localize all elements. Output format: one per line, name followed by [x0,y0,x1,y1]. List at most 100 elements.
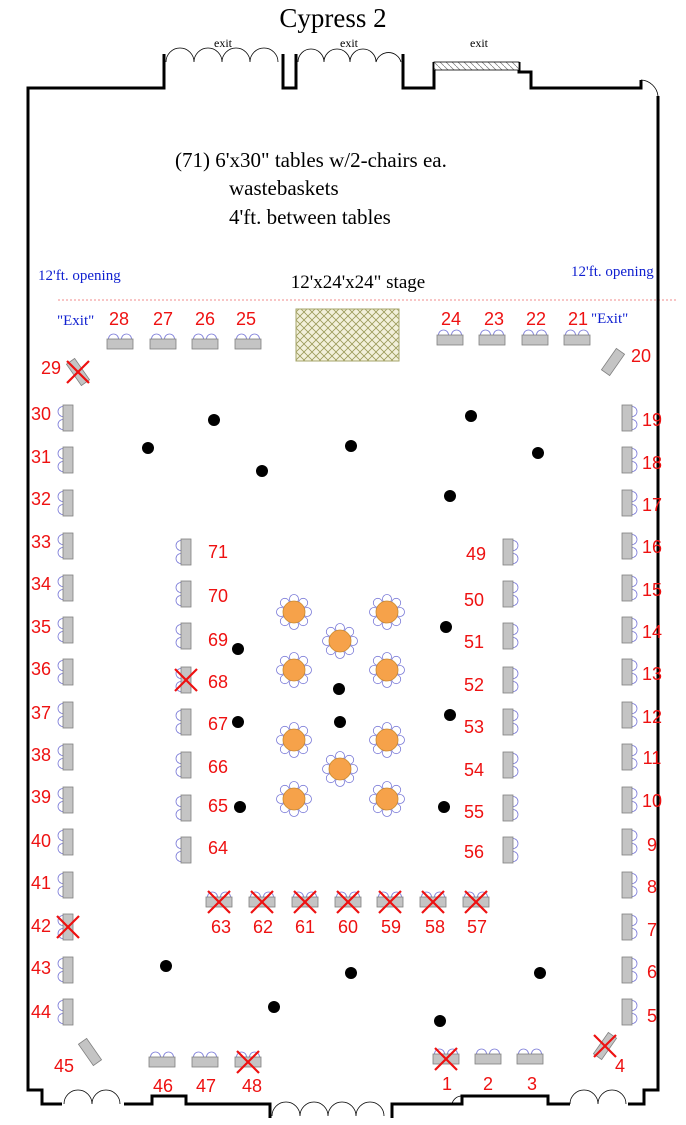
wastebasket [345,440,357,452]
table-49 [502,538,519,566]
removed-x-42 [56,915,80,939]
wastebasket [465,410,477,422]
table-top [62,658,74,686]
table-top [62,701,74,729]
table-top [180,794,192,822]
table-number-30: 30 [31,404,51,424]
chair [631,1000,638,1011]
chair [57,971,64,982]
chair [512,809,519,820]
round-top [375,787,399,811]
table-number-14: 14 [642,622,662,642]
round-table [276,594,312,630]
exit-label-2: exit [340,36,359,50]
chair [57,716,64,727]
table-top [62,786,74,814]
x-stroke [250,890,274,914]
round-top [328,629,352,653]
table-number-50: 50 [464,590,484,610]
round-table [322,751,358,787]
wastebasket [333,683,345,695]
table-number-46: 46 [153,1076,173,1096]
table-top [180,580,192,608]
table-32 [57,489,74,517]
chair [631,660,638,671]
removed-x-59 [378,890,402,914]
table-top [62,956,74,984]
table-top [106,338,134,350]
chair [518,1048,529,1055]
table-number-16: 16 [642,537,662,557]
chair [476,1048,487,1055]
table-55 [502,794,519,822]
x-stroke [174,668,198,692]
table-number-13: 13 [642,664,662,684]
table-number-58: 58 [425,917,445,937]
wastebasket [444,709,456,721]
chair [631,448,638,459]
note-wastebaskets: wastebaskets [229,176,339,200]
chair [57,673,64,684]
chair [175,753,182,764]
table-13 [621,658,638,686]
wastebasket [268,1001,280,1013]
table-top [502,538,514,566]
table-7 [621,913,638,941]
removed-x-60 [336,890,360,914]
table-top [502,708,514,736]
table-12 [621,701,638,729]
table-top [516,1053,544,1065]
round-top [282,787,306,811]
x-stroke [434,1047,458,1071]
table-top [621,489,633,517]
chair [57,406,64,417]
removed-x-61 [293,890,317,914]
table-top [621,404,633,432]
chair [631,534,638,545]
chair [512,710,519,721]
chair [631,788,638,799]
chair [631,589,638,600]
table-number-9: 9 [647,835,657,855]
table-number-35: 35 [31,617,51,637]
chair [57,660,64,671]
chair [150,1051,161,1058]
chair [175,540,182,551]
wastebasket [142,442,154,454]
table-number-57: 57 [467,917,487,937]
table-35 [57,616,74,644]
table-number-70: 70 [208,586,228,606]
table-number-18: 18 [642,453,662,473]
table-26 [191,333,219,350]
table-number-61: 61 [295,917,315,937]
table-number-62: 62 [253,917,273,937]
removed-x-57 [464,890,488,914]
table-19 [621,404,638,432]
chair [631,971,638,982]
table-top [62,871,74,899]
table-number-28: 28 [109,309,129,329]
table-22 [521,329,549,346]
x-stroke [293,890,317,914]
chair [512,838,519,849]
table-27 [149,333,177,350]
chair [57,1013,64,1024]
table-top [621,828,633,856]
table-rotated [600,347,626,377]
chair [175,809,182,820]
table-15 [621,574,638,602]
round-top [282,600,306,624]
chair [631,419,638,430]
banquet-tables [57,329,638,1068]
right-exit-label: "Exit" [591,311,628,327]
table-number-32: 32 [31,489,51,509]
note-spacing: 4'ft. between tables [229,205,391,229]
chair [512,851,519,862]
table-top [621,956,633,984]
round-table [369,781,405,817]
table-top [180,708,192,736]
chair [57,801,64,812]
chair [512,637,519,648]
door-swings [63,47,659,1117]
exit-label-3: exit [470,36,489,50]
